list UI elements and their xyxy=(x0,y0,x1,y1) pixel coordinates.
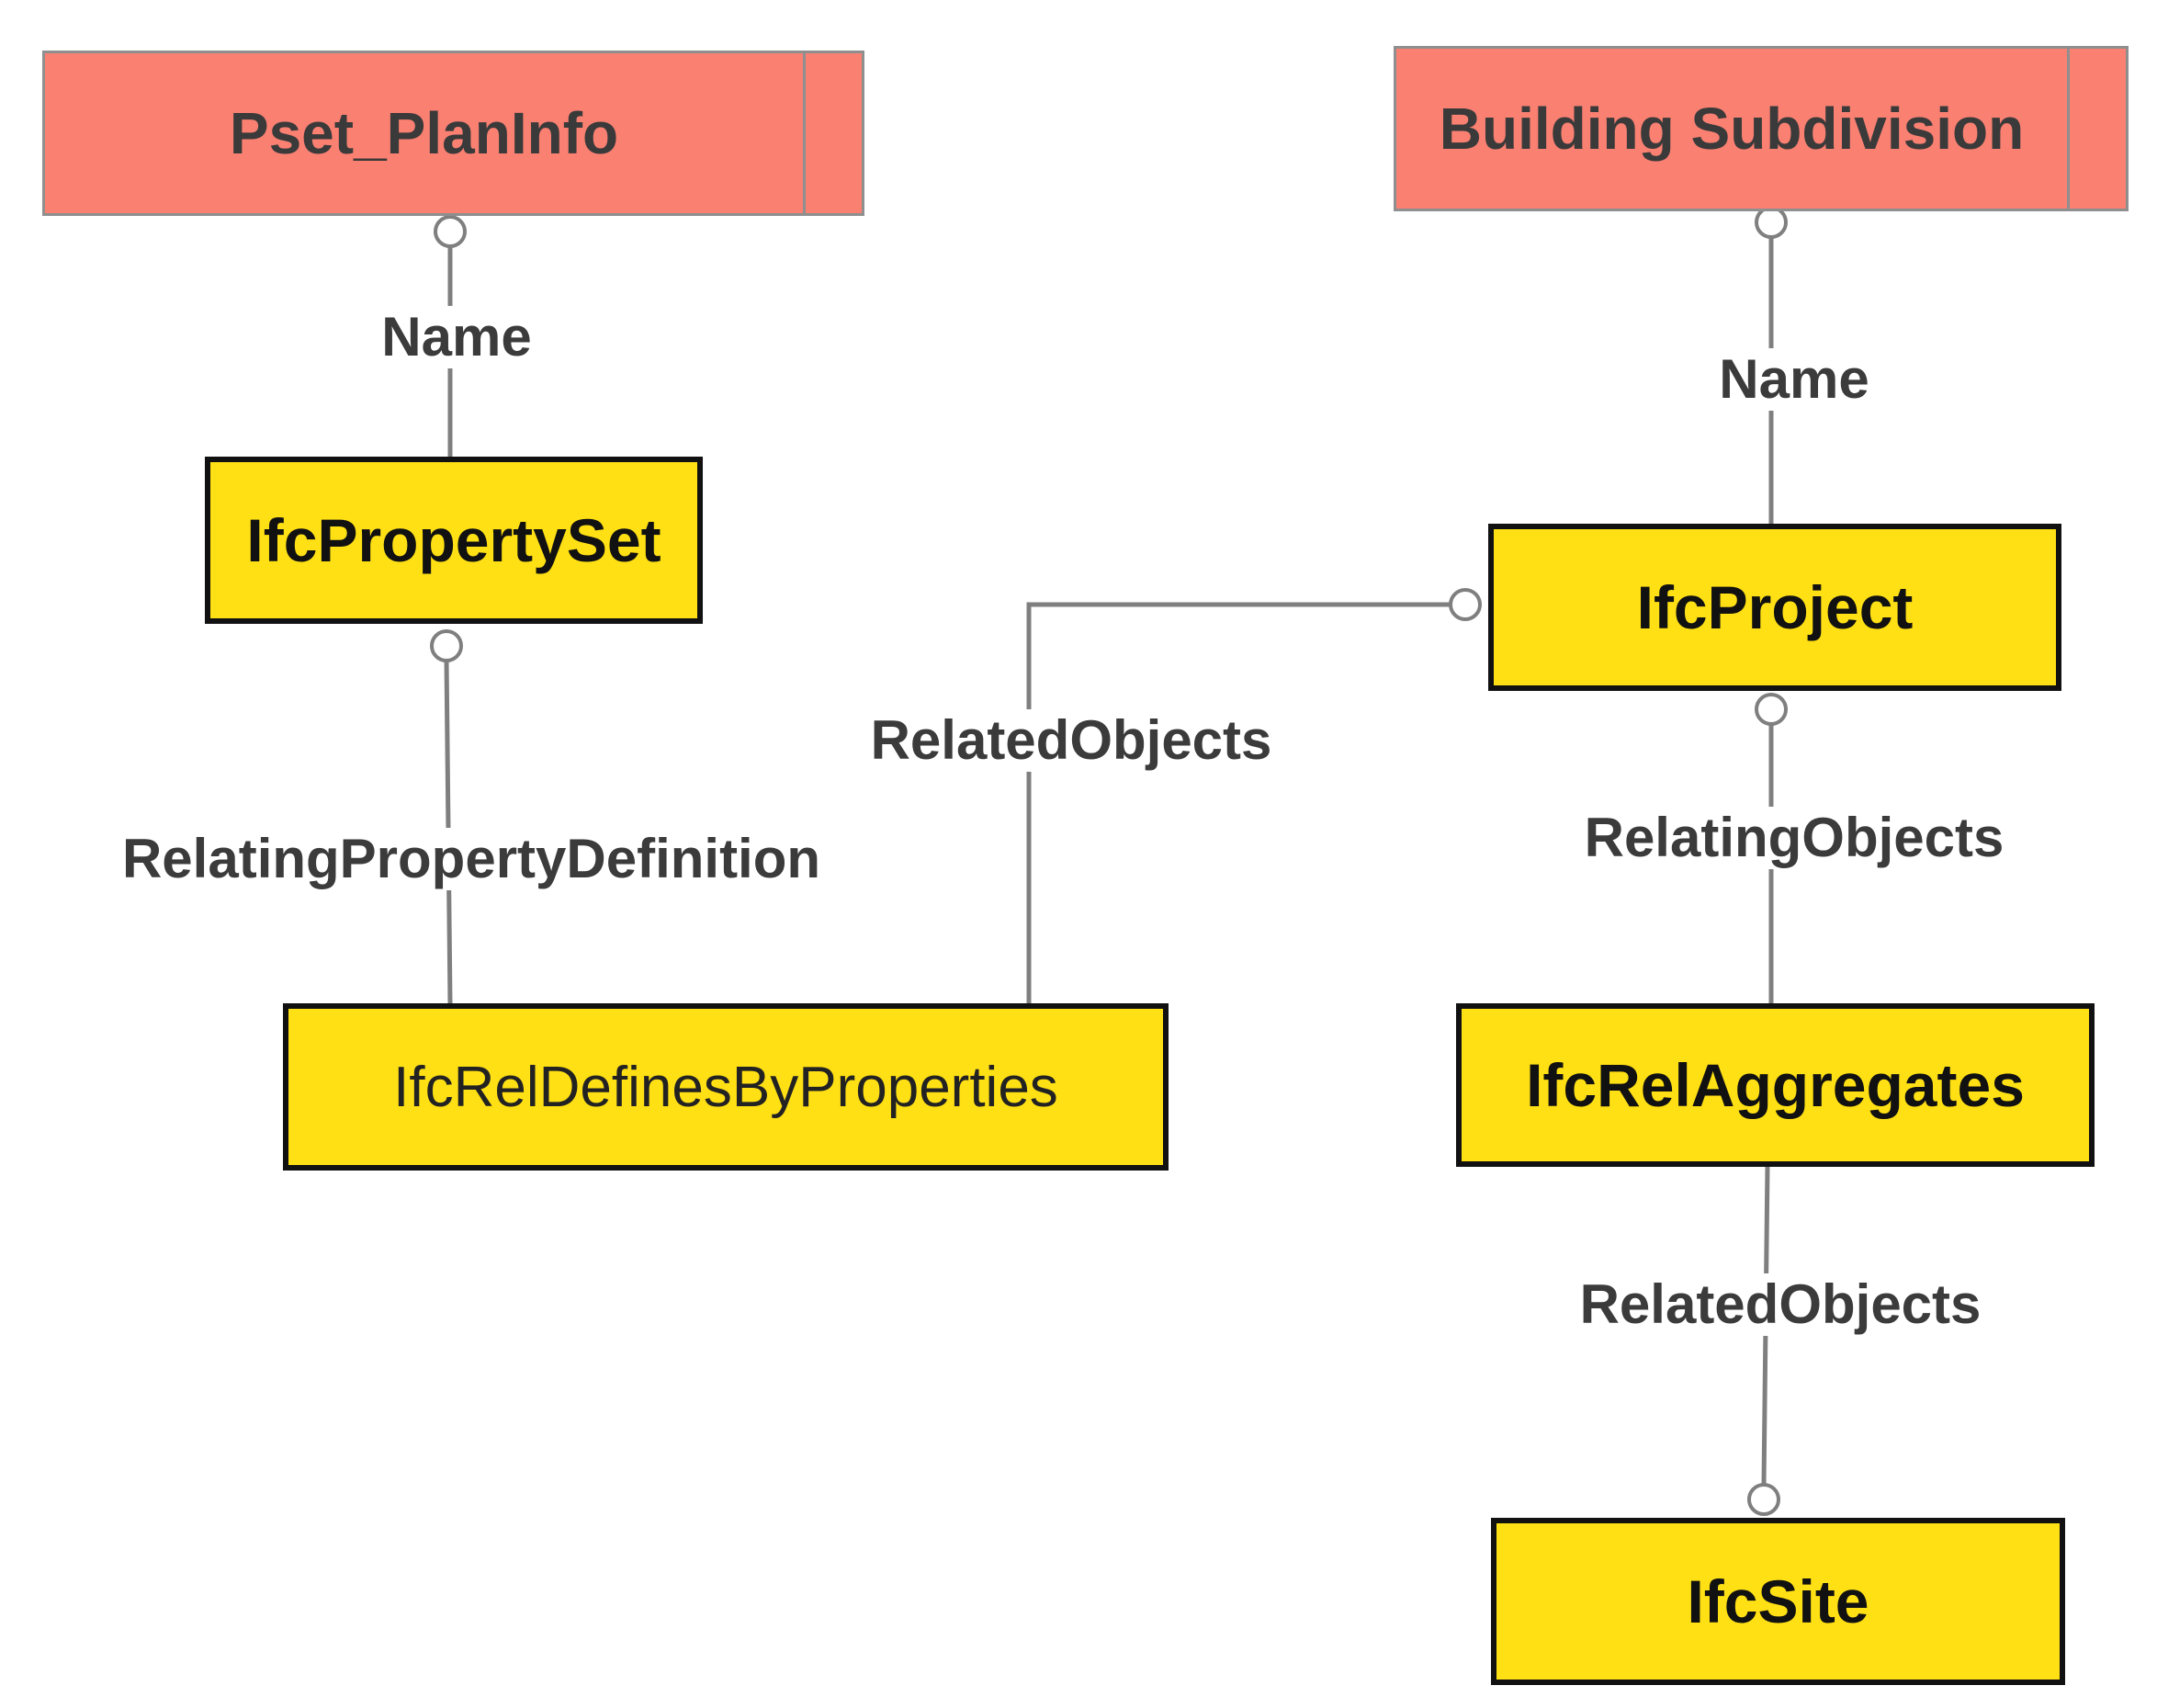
propertyset-connector-icon xyxy=(430,629,463,662)
ifcreldefinesbyproperties-node: IfcRelDefinesByProperties xyxy=(283,1003,1169,1171)
ifcproject-label: IfcProject xyxy=(1636,573,1914,641)
edge-label-related-objects-right: RelatedObjects xyxy=(1574,1273,1987,1336)
building-subdivision-label: Building Subdivision xyxy=(1439,96,2025,162)
project-left-connector-icon xyxy=(1449,588,1482,621)
ifcreldefinesbyproperties-label: IfcRelDefinesByProperties xyxy=(393,1055,1058,1119)
ifcpropertyset-label: IfcPropertySet xyxy=(246,506,661,574)
project-bottom-connector-icon xyxy=(1755,693,1788,726)
building-name-connector-icon xyxy=(1755,206,1788,239)
edge-related-objects-left xyxy=(1026,602,1450,1003)
ifcrelaggregates-node: IfcRelAggregates xyxy=(1456,1003,2095,1167)
ifcsite-node: IfcSite xyxy=(1491,1518,2065,1685)
pset-name-connector-icon xyxy=(434,215,467,248)
edge-label-relating-objects: RelatingObjects xyxy=(1578,807,2010,869)
site-connector-icon xyxy=(1747,1483,1780,1516)
ifcrelaggregates-label: IfcRelAggregates xyxy=(1526,1051,2025,1119)
edge-label-relating-property-definition: RelatingPropertyDefinition xyxy=(116,828,827,890)
ifcproject-node: IfcProject xyxy=(1488,524,2061,691)
pset-planinfo-node: Pset_PlanInfo xyxy=(42,51,864,216)
pset-planinfo-tab xyxy=(803,53,862,213)
edge-label-related-objects-left: RelatedObjects xyxy=(864,709,1278,772)
ifcsite-label: IfcSite xyxy=(1687,1567,1869,1635)
edge-label-name-left: Name xyxy=(376,306,537,368)
ifcpropertyset-node: IfcPropertySet xyxy=(205,457,703,624)
building-subdivision-node: Building Subdivision xyxy=(1394,46,2129,211)
edge-label-name-right: Name xyxy=(1713,348,1875,411)
building-subdivision-tab xyxy=(2067,49,2126,209)
pset-planinfo-label: Pset_PlanInfo xyxy=(229,100,619,166)
